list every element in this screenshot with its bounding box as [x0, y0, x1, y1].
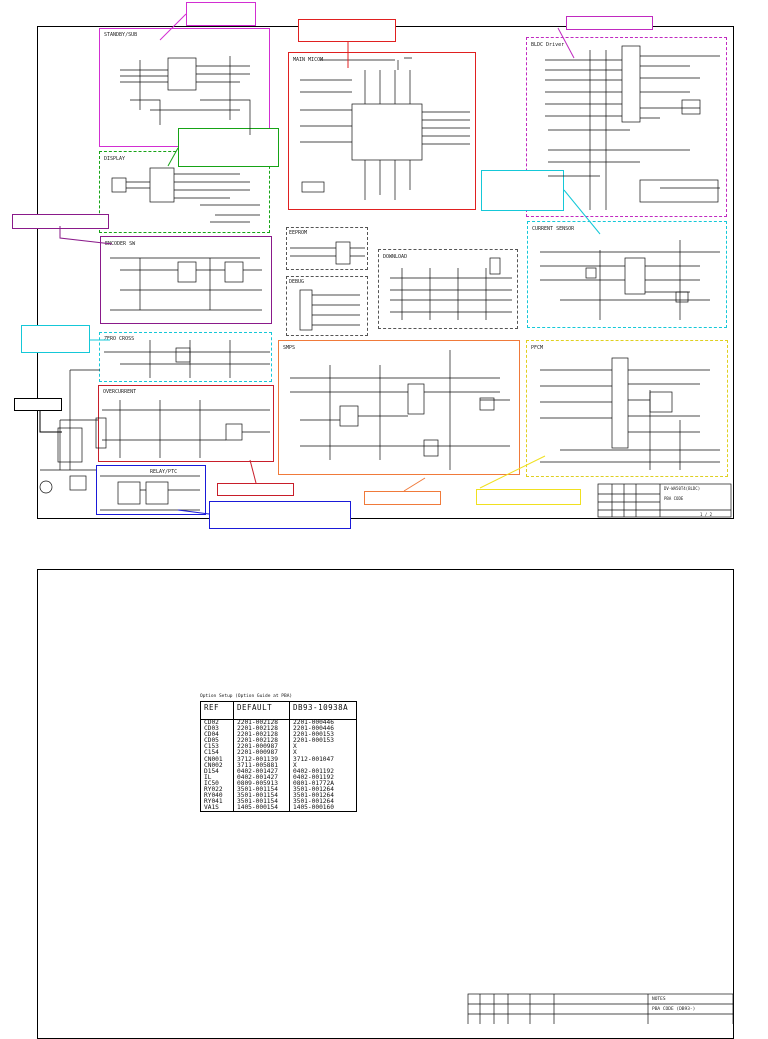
callout-relay — [209, 501, 351, 529]
overcurrent-label: OVERCURRENT — [103, 389, 137, 395]
option-cell-alt: 3501-001264 — [289, 786, 357, 794]
option-table-wrapper: Option Setup (Option Guide at PBA) REF D… — [200, 693, 357, 813]
sheet1-page: 1 / 2 — [700, 512, 713, 517]
callout-bldc — [566, 16, 653, 30]
current-sensor-block — [527, 221, 727, 328]
option-cell-alt: X — [289, 750, 357, 757]
option-cell-alt: 2201-000153 — [289, 738, 357, 745]
option-cell-alt: 1405-000160 — [289, 805, 357, 813]
callout-standby — [186, 2, 256, 26]
callout-zero-cross — [21, 325, 90, 353]
relay-label: RELAY/PTC — [150, 469, 178, 475]
callout-micom — [298, 19, 396, 42]
standby-label: STANDBY/SUB — [104, 32, 138, 38]
current-label: CURRENT SENSOR — [532, 226, 575, 232]
eeprom-block — [286, 227, 368, 270]
download-label: DOWNLOAD — [383, 254, 408, 260]
option-table-header: REF DEFAULT DB93-10938A — [200, 701, 357, 714]
sheet2-pba-code: PBA CODE (DB93-) — [652, 1007, 696, 1012]
callout-input — [14, 398, 62, 411]
debug-block — [286, 276, 368, 336]
header-alt: DB93-10938A — [289, 701, 357, 714]
encoder-label: ENCODER SW — [105, 241, 136, 247]
option-cell-alt: 0801-01772A — [289, 780, 357, 788]
option-cell-alt: 0402-001192 — [289, 768, 357, 775]
option-cell-alt: 3712-001047 — [289, 756, 357, 763]
option-cell-alt: 3501-001264 — [289, 799, 357, 806]
zero-cross-block — [99, 332, 272, 382]
option-cell-alt: 2201-000446 — [289, 725, 357, 733]
schematic-sheet-1 — [37, 26, 734, 519]
option-cell-alt: 0402-001192 — [289, 774, 357, 781]
zero-cross-label: ZERO CROSS — [104, 336, 135, 342]
callout-pfc — [476, 489, 581, 505]
eeprom-label: EEPROM — [289, 230, 308, 236]
overcurrent-block — [98, 385, 274, 462]
pfc-block — [526, 340, 728, 477]
callout-overcurrent — [217, 483, 294, 496]
option-table-caption: Option Setup (Option Guide at PBA) — [200, 694, 293, 699]
relay-block — [96, 465, 206, 515]
download-block — [378, 249, 518, 329]
sheet2-notes-label: NOTES — [652, 997, 666, 1002]
option-cell-alt: 3501-001264 — [289, 792, 357, 800]
schematic-sheet-2 — [37, 569, 734, 1039]
sheet1-project: DV-WA50T4(BLDC) — [664, 486, 701, 491]
debug-label: DEBUG — [289, 279, 305, 285]
micom-label: MAIN MICOM — [293, 57, 324, 63]
option-table-divider — [200, 714, 357, 720]
smps-label: SMPS — [283, 345, 296, 351]
bldc-driver-block — [526, 37, 727, 217]
display-label: DISPLAY — [104, 156, 126, 162]
option-cell-alt: X — [289, 762, 357, 769]
pfc-label: PFCM — [531, 345, 544, 351]
option-cell-alt: 2201-000446 — [289, 719, 357, 727]
option-cell-alt: 2201-000153 — [289, 732, 357, 739]
smps-block — [278, 340, 520, 475]
bldc-label: BLDC Driver — [531, 42, 565, 48]
encoder-block — [100, 236, 272, 324]
micom-block — [288, 52, 476, 210]
callout-smps — [364, 491, 441, 505]
callout-display — [178, 128, 279, 167]
callout-current — [481, 170, 564, 211]
option-cell-alt: X — [289, 744, 357, 751]
sheet1-document: PBA CODE — [664, 496, 684, 501]
